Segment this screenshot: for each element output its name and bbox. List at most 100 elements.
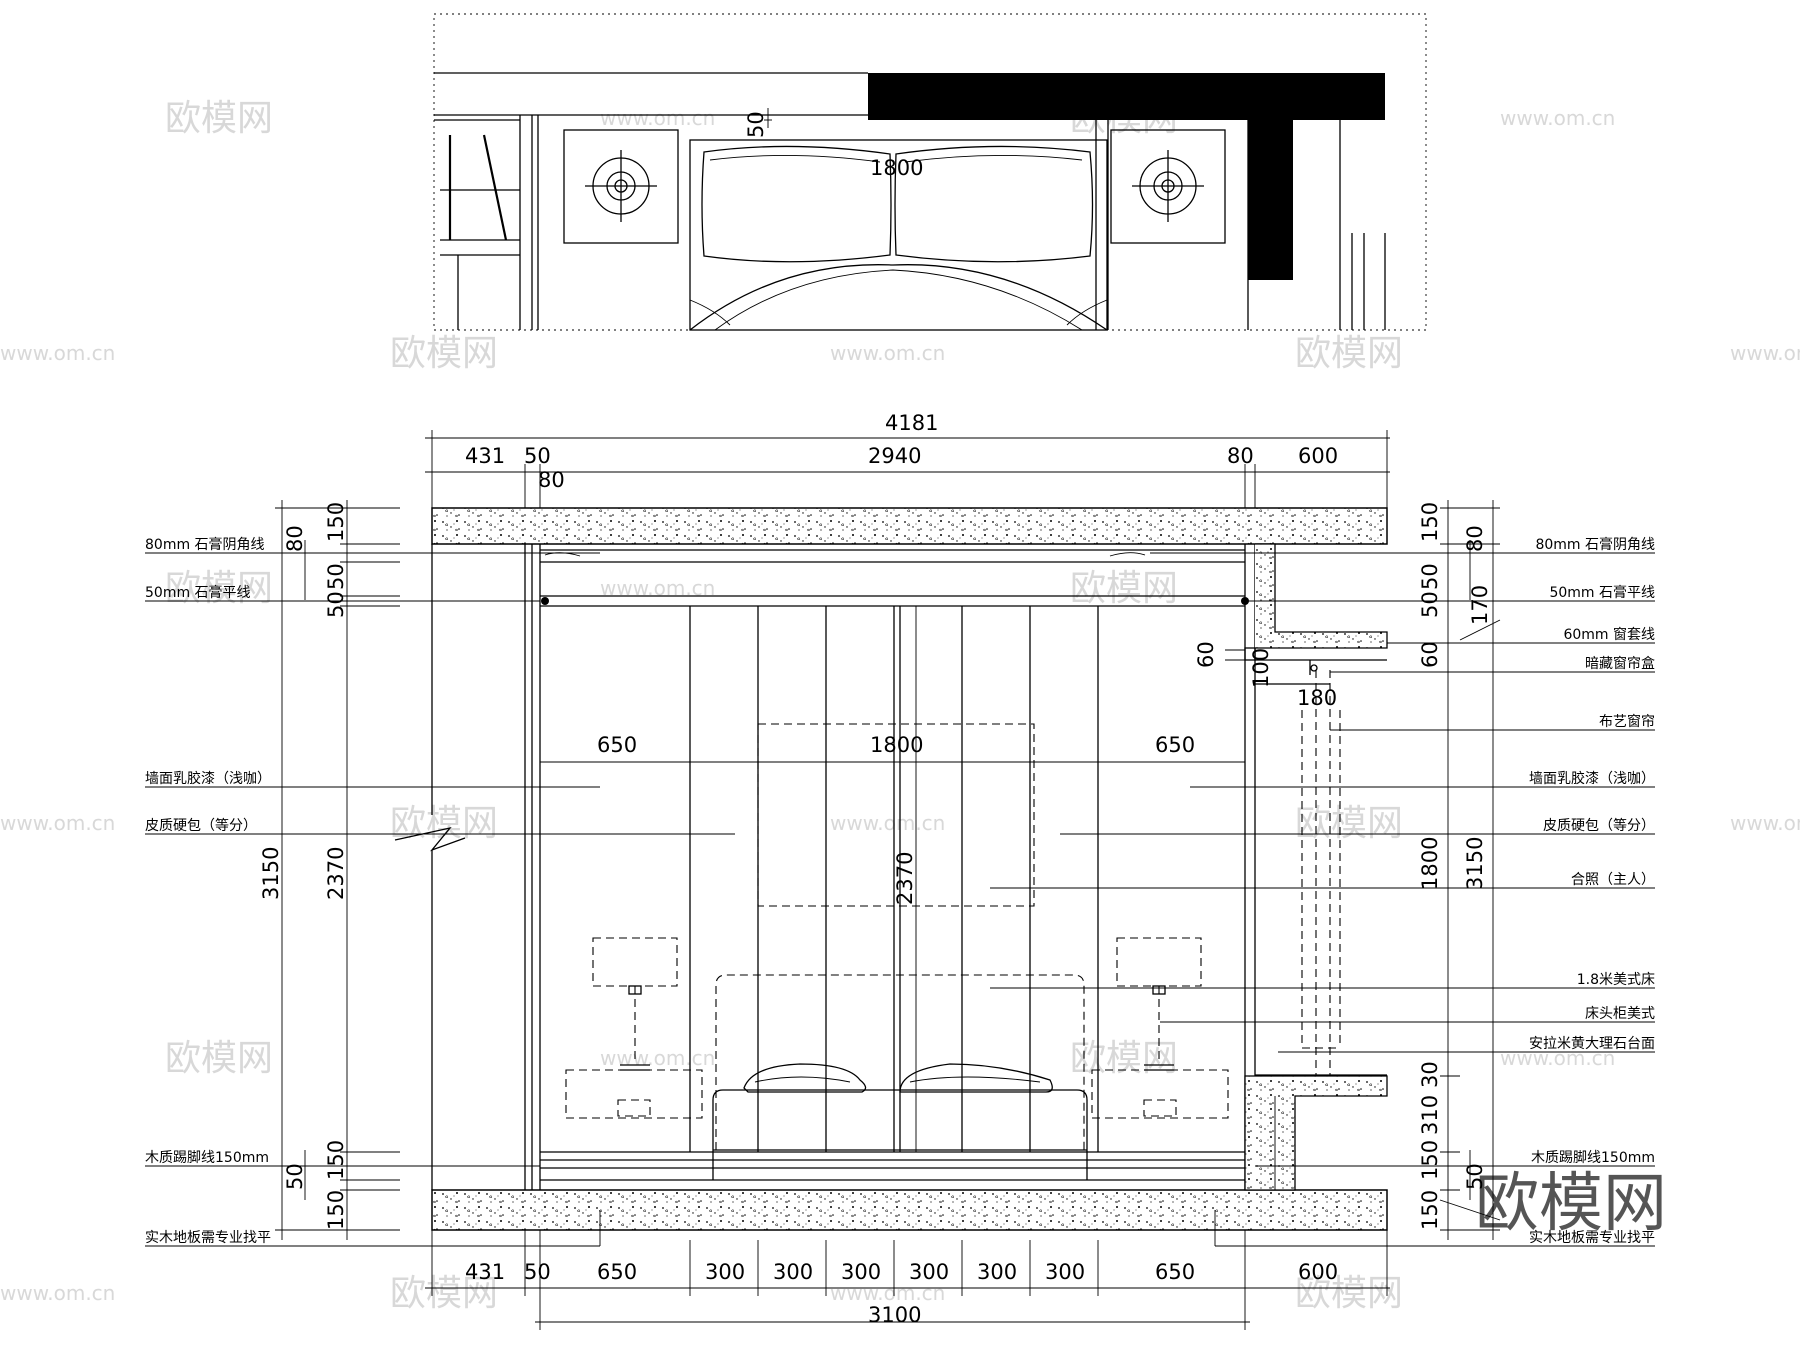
photo-frame bbox=[757, 723, 1035, 907]
plan-pillow-right bbox=[894, 145, 1094, 263]
dim-bottom-650-right: 650 bbox=[1155, 1260, 1195, 1284]
watermark-url: www.om.cn bbox=[1730, 341, 1800, 365]
dim-right-150-floor: 150 bbox=[1418, 1190, 1442, 1230]
label-wall-paint: 墙面乳胶漆（浅咖） bbox=[145, 770, 271, 787]
dim-left-150-top: 150 bbox=[324, 502, 348, 542]
pillow-left bbox=[743, 1063, 867, 1093]
dim-650-right: 650 bbox=[1155, 733, 1195, 757]
dim-right-1800: 1800 bbox=[1418, 837, 1442, 890]
watermark-brand: 欧模网 bbox=[1070, 1038, 1178, 1079]
dim-bottom-300: 300 bbox=[909, 1260, 949, 1284]
dim-top-80-small: 80 bbox=[538, 468, 565, 492]
watermark-url: www.om.cn bbox=[600, 1046, 715, 1070]
watermark-brand: 欧模网 bbox=[1070, 568, 1178, 609]
dim-left-50-a: 50 bbox=[324, 563, 348, 590]
watermark-brand: 欧模网 bbox=[1295, 803, 1403, 844]
dim-left-2370: 2370 bbox=[324, 847, 348, 900]
watermark-url: www.om.cn bbox=[830, 341, 945, 365]
plan-bed bbox=[689, 139, 1108, 331]
right-annotations: 150 80 50 50 170 60 1800 3150 30 310 150… bbox=[990, 500, 1655, 1247]
dim-left-50-bottom: 50 bbox=[283, 1163, 307, 1190]
dim-right-170: 170 bbox=[1468, 585, 1492, 625]
watermark-url: www.om.cn bbox=[1500, 106, 1615, 130]
plan-view: 50 1800 bbox=[433, 13, 1427, 331]
label-nightstand: 床头柜美式 bbox=[1585, 1006, 1655, 1022]
label-wood-floor-right: 实木地板需专业找平 bbox=[1529, 1230, 1655, 1246]
dim-bottom-3100: 3100 bbox=[868, 1303, 921, 1327]
dim-bottom-300: 300 bbox=[1045, 1260, 1085, 1284]
dim-right-60: 60 bbox=[1418, 641, 1442, 668]
plan-dim-50: 50 bbox=[744, 111, 768, 138]
nightstand-right bbox=[1091, 1069, 1229, 1119]
dim-top-431: 431 bbox=[465, 444, 505, 468]
pillow-right bbox=[899, 1063, 1053, 1093]
dim-left-80: 80 bbox=[283, 525, 307, 552]
label-cornice-80: 80mm 石膏阴角线 bbox=[145, 536, 265, 553]
label-wood-floor: 实木地板需专业找平 bbox=[145, 1230, 271, 1246]
dim-right-3150: 3150 bbox=[1463, 837, 1487, 890]
dim-left-150-skirting: 150 bbox=[324, 1140, 348, 1180]
dim-right-30: 30 bbox=[1418, 1061, 1442, 1088]
plan-nightstand-right bbox=[1110, 129, 1226, 244]
dim-right-150-top: 150 bbox=[1418, 502, 1442, 542]
floor-slab bbox=[431, 1189, 1388, 1231]
wall-lamp-right bbox=[1116, 937, 1202, 987]
dim-1800-center: 1800 bbox=[870, 733, 923, 757]
nightstand-left bbox=[565, 1069, 703, 1119]
watermark-brand: 欧模网 bbox=[390, 1273, 498, 1314]
dim-bottom-600: 600 bbox=[1298, 1260, 1338, 1284]
watermark-brand: 欧模网 bbox=[165, 1038, 273, 1079]
watermark-logo-large: 欧模网 bbox=[1475, 1167, 1667, 1241]
dim-top-2940: 2940 bbox=[868, 444, 921, 468]
dim-right-80: 80 bbox=[1463, 525, 1487, 552]
label-cornice-80-right: 80mm 石膏阴角线 bbox=[1535, 536, 1655, 553]
label-skirting-right: 木质踢脚线150mm bbox=[1531, 1150, 1655, 1166]
dim-60-box: 60 bbox=[1194, 641, 1218, 668]
dim-right-50-b: 50 bbox=[1418, 591, 1442, 618]
watermark-layer: 欧模网 www.om.cn 欧模网 www.om.cn www.om.cn 欧模… bbox=[0, 98, 1800, 1314]
label-bed: 1.8米美式床 bbox=[1577, 972, 1655, 988]
dim-left-50-b: 50 bbox=[324, 591, 348, 618]
watermark-url: www.om.cn bbox=[600, 106, 715, 130]
label-plaster-line-50-right: 50mm 石膏平线 bbox=[1549, 584, 1655, 601]
plan-nightstand-left bbox=[563, 129, 679, 244]
dim-overall-4181: 4181 bbox=[885, 411, 938, 435]
label-fabric-curtain: 布艺窗帘 bbox=[1599, 713, 1655, 730]
label-wall-paint-right: 墙面乳胶漆（浅咖） bbox=[1529, 770, 1655, 787]
plan-pillow-left bbox=[701, 145, 892, 263]
label-plaster-line-50: 50mm 石膏平线 bbox=[145, 584, 251, 601]
top-dimensions: 4181 431 50 80 2940 80 600 bbox=[425, 411, 1390, 508]
dim-bottom-50: 50 bbox=[524, 1260, 551, 1284]
dim-100-box: 100 bbox=[1249, 648, 1273, 688]
bottom-dimensions: 431 50 650 300 300 300 300 300 300 650 6… bbox=[425, 1230, 1390, 1330]
watermark-url: www.om.cn bbox=[0, 811, 115, 835]
dim-bottom-300: 300 bbox=[977, 1260, 1017, 1284]
bed-headboard bbox=[715, 974, 1085, 1150]
watermark-url: www.om.cn bbox=[1500, 1046, 1615, 1070]
watermark-brand: 欧模网 bbox=[1295, 1273, 1403, 1314]
dim-right-150-skirting: 150 bbox=[1418, 1140, 1442, 1180]
wall-lamp-left bbox=[592, 937, 678, 987]
dim-top-80: 80 bbox=[1227, 444, 1254, 468]
dim-right-50-bottom: 50 bbox=[1463, 1163, 1487, 1190]
dim-bottom-300: 300 bbox=[841, 1260, 881, 1284]
watermark-url: www.om.cn bbox=[0, 1281, 115, 1305]
dim-bottom-300: 300 bbox=[705, 1260, 745, 1284]
elevation-view: 2370 650 1800 650 180 60 100 bbox=[394, 507, 1388, 1231]
dim-650-left: 650 bbox=[597, 733, 637, 757]
watermark-url: www.om.cn bbox=[0, 341, 115, 365]
dim-top-600: 600 bbox=[1298, 444, 1338, 468]
watermark-brand: 欧模网 bbox=[165, 568, 273, 609]
dim-right-50-a: 50 bbox=[1418, 563, 1442, 590]
label-window-trim: 60mm 窗套线 bbox=[1563, 626, 1655, 643]
dim-top-50: 50 bbox=[524, 444, 551, 468]
dim-bottom-300: 300 bbox=[773, 1260, 813, 1284]
dim-180: 180 bbox=[1297, 686, 1337, 710]
marble-sill bbox=[1244, 1075, 1388, 1191]
watermark-url: www.om.cn bbox=[1730, 811, 1800, 835]
label-skirting: 木质踢脚线150mm bbox=[145, 1150, 269, 1166]
watermark-url: www.om.cn bbox=[830, 1281, 945, 1305]
watermark-brand: 欧模网 bbox=[165, 98, 273, 139]
dim-2370-center: 2370 bbox=[893, 852, 917, 905]
